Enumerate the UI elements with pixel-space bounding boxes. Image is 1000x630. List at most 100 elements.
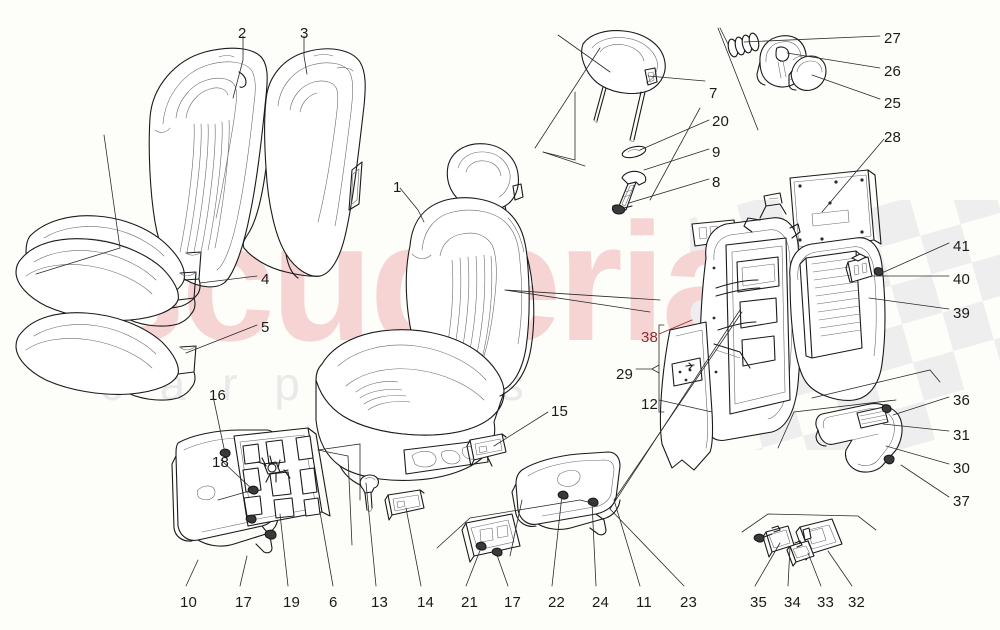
part-illustration-14 xyxy=(384,489,425,521)
callout-leader-28 xyxy=(821,138,885,213)
part-illustration-40 xyxy=(845,253,873,283)
callout-leader-32 xyxy=(827,550,853,587)
part-illustration-21 xyxy=(475,541,487,551)
part-illustration-30 xyxy=(815,403,903,473)
part-illustration-9 xyxy=(618,170,647,211)
callout-leader-23 xyxy=(609,508,685,587)
part-illustration-8 xyxy=(611,204,633,215)
callout-leader-14 xyxy=(405,507,422,587)
callout-leader-33 xyxy=(807,552,822,587)
callout-number-22[interactable]: 22 xyxy=(548,594,566,611)
callout-number-24[interactable]: 24 xyxy=(592,594,610,611)
callout-leader-7 xyxy=(647,75,706,82)
part-illustration-34 xyxy=(762,525,795,558)
callout-leader-36 xyxy=(892,396,950,416)
callout-number-36[interactable]: 36 xyxy=(953,392,971,409)
callout-number-9[interactable]: 9 xyxy=(712,144,721,161)
callout-leader-18 xyxy=(220,459,254,491)
callout-number-2[interactable]: 2 xyxy=(238,25,247,42)
callout-number-40[interactable]: 40 xyxy=(953,271,971,288)
callout-number-34[interactable]: 34 xyxy=(784,594,802,611)
callout-leader-5 xyxy=(185,324,258,354)
callout-leader-17 xyxy=(239,555,248,587)
callout-number-5[interactable]: 5 xyxy=(261,319,270,336)
part-illustration-1 xyxy=(315,143,535,490)
callout-number-12[interactable]: 12 xyxy=(641,396,659,413)
callout-leader-13 xyxy=(365,482,377,587)
part-illustration-41 xyxy=(873,267,884,276)
callout-leader-30 xyxy=(885,445,950,465)
callout-number-28[interactable]: 28 xyxy=(884,129,902,146)
callout-leader-37 xyxy=(900,464,950,498)
callout-number-10[interactable]: 10 xyxy=(180,594,198,611)
part-illustration-7 xyxy=(581,30,666,142)
callout-number-20[interactable]: 20 xyxy=(712,113,730,130)
callout-leader-24 xyxy=(591,501,597,587)
callout-leader-34 xyxy=(787,546,791,587)
callout-leader-17 xyxy=(496,554,509,587)
callout-leader-15 xyxy=(493,411,549,447)
part-illustration-27 xyxy=(727,32,760,58)
callout-number-25[interactable]: 25 xyxy=(884,95,902,112)
callout-number-23[interactable]: 23 xyxy=(680,594,698,611)
callout-number-21[interactable]: 21 xyxy=(461,594,479,611)
callout-number-4[interactable]: 4 xyxy=(261,271,270,288)
callout-leader-4 xyxy=(199,275,258,284)
callout-number-17[interactable]: 17 xyxy=(235,594,253,611)
callout-number-16[interactable]: 16 xyxy=(209,387,227,404)
part-illustration-17c xyxy=(491,547,503,557)
callout-number-11[interactable]: 11 xyxy=(636,594,652,611)
part-illustration-25 xyxy=(788,55,827,91)
callout-leader-21 xyxy=(465,547,482,587)
callout-leader-39 xyxy=(868,297,950,310)
callout-number-27[interactable]: 27 xyxy=(884,30,902,47)
callout-leader-41 xyxy=(883,242,950,273)
callout-leader-16 xyxy=(212,395,226,454)
callout-number-1[interactable]: 1 xyxy=(393,179,402,196)
callout-leader-19 xyxy=(279,513,289,587)
callout-number-33[interactable]: 33 xyxy=(817,594,835,611)
grouping-brackets xyxy=(35,27,941,557)
part-illustration-3 xyxy=(242,48,366,279)
callout-leader-38 xyxy=(658,319,693,335)
callout-number-31[interactable]: 31 xyxy=(953,427,971,444)
part-illustration-19 xyxy=(257,455,291,483)
callout-number-7[interactable]: 7 xyxy=(709,85,718,102)
callout-number-39[interactable]: 39 xyxy=(953,305,971,322)
callout-number-19[interactable]: 19 xyxy=(283,594,301,611)
callout-leader-31 xyxy=(882,423,950,432)
callout-number-38[interactable]: 38 xyxy=(641,329,659,346)
callout-number-41[interactable]: 41 xyxy=(953,238,971,255)
callout-leader-35 xyxy=(754,542,781,587)
part-illustration-28 xyxy=(789,169,882,253)
callout-number-6[interactable]: 6 xyxy=(329,594,338,611)
callout-leader-8 xyxy=(628,178,710,204)
callout-leader-6 xyxy=(319,511,334,587)
callout-number-35[interactable]: 35 xyxy=(750,594,768,611)
callout-leader-2 xyxy=(232,35,244,99)
callout-number-30[interactable]: 30 xyxy=(953,460,971,477)
part-illustration-5 xyxy=(15,312,197,401)
callout-number-3[interactable]: 3 xyxy=(300,25,309,42)
callout-number-8[interactable]: 8 xyxy=(712,174,721,191)
part-illustration-13 xyxy=(359,474,379,512)
part-illustration-29 xyxy=(659,192,802,471)
callout-number-15[interactable]: 15 xyxy=(551,403,569,420)
callout-leader-26 xyxy=(786,52,881,69)
callout-number-37[interactable]: 37 xyxy=(953,493,971,510)
callout-number-29[interactable]: 29 xyxy=(616,366,634,383)
callout-number-17[interactable]: 17 xyxy=(504,594,522,611)
callout-number-13[interactable]: 13 xyxy=(371,594,389,611)
part-illustration-32 xyxy=(753,518,843,567)
part-illustration-22 xyxy=(557,490,569,500)
callout-number-14[interactable]: 14 xyxy=(417,594,435,611)
callout-leader-27 xyxy=(743,35,881,43)
part-illustration-4 xyxy=(15,238,197,327)
callout-number-26[interactable]: 26 xyxy=(884,63,902,80)
callout-number-18[interactable]: 18 xyxy=(212,454,230,471)
callout-leader-22 xyxy=(551,494,563,587)
callout-number-32[interactable]: 32 xyxy=(848,594,866,611)
callout-leader-25 xyxy=(811,74,881,100)
